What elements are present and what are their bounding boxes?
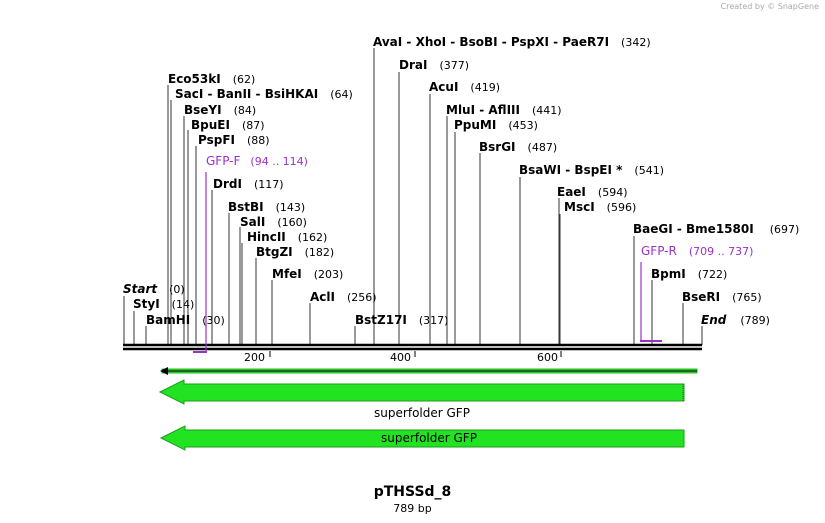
site-bamhi[interactable]: BamHI(30) <box>146 313 225 327</box>
feature-superfolder-gfp-2[interactable] <box>159 425 685 451</box>
site-bsrgi[interactable]: BsrGI(487) <box>479 140 557 154</box>
site-ppumi[interactable]: PpuMI(453) <box>454 118 538 132</box>
site-bpmi[interactable]: BpmI(722) <box>651 267 727 281</box>
restriction-sites: AvaI - XhoI - BsoBI - PspXI - PaeR7I(342… <box>123 35 799 327</box>
site-eaei[interactable]: EaeI(594) <box>557 185 628 199</box>
primer-gfp-f[interactable] <box>193 172 207 353</box>
site-end[interactable]: End(789) <box>701 313 770 327</box>
feature-superfolder-gfp-1[interactable] <box>158 379 685 405</box>
site-start[interactable]: Start(0) <box>123 282 185 296</box>
site-bseyi[interactable]: BseYI(84) <box>184 103 256 117</box>
snapgene-credit: Created by © SnapGene <box>720 2 819 11</box>
site-styi[interactable]: StyI(14) <box>133 297 194 311</box>
site-bpuei[interactable]: BpuEI(87) <box>191 118 265 132</box>
ruler-label-200: 200 <box>244 351 265 364</box>
site-drai[interactable]: DraI(377) <box>399 58 469 72</box>
primer-gfp-r-label: GFP-R (709 .. 737) <box>641 244 753 258</box>
primer-range: (94 .. 114) <box>250 155 308 168</box>
site-hincii[interactable]: HincII(162) <box>247 230 327 244</box>
primer-label: GFP-R <box>641 244 677 258</box>
ruler-ticks <box>269 351 562 357</box>
primer-gfp-r[interactable] <box>640 262 662 342</box>
site-leader-lines <box>123 48 703 345</box>
site-sali[interactable]: SalI(160) <box>240 215 307 229</box>
site-acli[interactable]: AclI(256) <box>310 290 377 304</box>
site-msci[interactable]: MscI(596) <box>564 200 636 214</box>
site-bstbi[interactable]: BstBI(143) <box>228 200 305 214</box>
site-btgzi[interactable]: BtgZI(182) <box>256 245 334 259</box>
site-drdi[interactable]: DrdI(117) <box>213 177 284 191</box>
feature-label-inside: superfolder GFP <box>381 431 477 445</box>
site-mfei[interactable]: MfeI(203) <box>272 267 343 281</box>
site-saci-group[interactable]: SacI - BanII - BsiHKAI(64) <box>175 87 353 101</box>
site-avai-group[interactable]: AvaI - XhoI - BsoBI - PspXI - PaeR7I(342… <box>373 35 651 49</box>
plasmid-name: pTHSSd_8 <box>373 484 452 500</box>
plasmid-length: 789 bp <box>393 502 432 515</box>
site-pspfi[interactable]: PspFI(88) <box>198 133 270 147</box>
primer-gfp-f-label: GFP-F (94 .. 114) <box>206 154 308 168</box>
orf-arrow[interactable] <box>160 367 698 375</box>
feature-label-outside: superfolder GFP <box>374 406 470 420</box>
site-bstz17i[interactable]: BstZ17I(317) <box>355 313 448 327</box>
site-bsawi-group[interactable]: BsaWI - BspEI *(541) <box>519 163 664 177</box>
ruler-label-400: 400 <box>390 351 411 364</box>
dna-backbone <box>123 343 702 351</box>
site-acui[interactable]: AcuI(419) <box>429 80 500 94</box>
site-baegi-group[interactable]: BaeGI - Bme1580I(697) <box>633 222 799 236</box>
site-bseri[interactable]: BseRI(765) <box>682 290 762 304</box>
primer-range: (709 .. 737) <box>689 245 754 258</box>
site-mlui-group[interactable]: MluI - AflIII(441) <box>446 103 562 117</box>
ruler-label-600: 600 <box>537 351 558 364</box>
site-eco53ki[interactable]: Eco53kI(62) <box>168 72 255 86</box>
primer-label: GFP-F <box>206 154 241 168</box>
